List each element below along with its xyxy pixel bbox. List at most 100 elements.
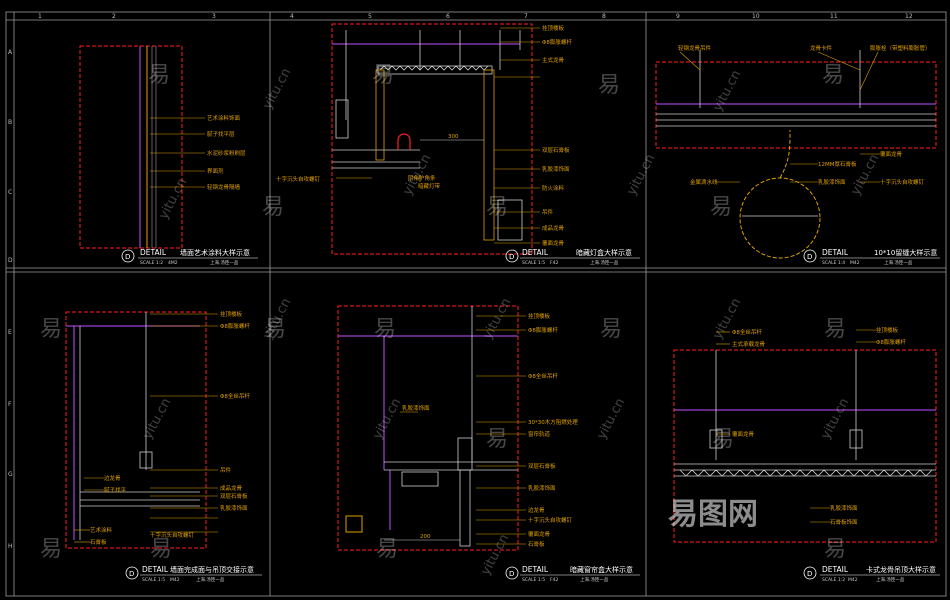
callout-label: Φ8全丝吊杆 (732, 328, 762, 336)
callout-label: 成品龙骨 (542, 224, 565, 232)
detail-scale: SCALE 1:5 (142, 577, 165, 583)
callout-label: 挂顶楼板 (220, 310, 243, 318)
callout-label: 挂顶楼板 (528, 312, 551, 320)
detail-ref: M42 (170, 577, 180, 583)
watermark-glyph: 易 (486, 195, 508, 220)
callout-label: 艺术涂料 (90, 526, 113, 534)
grid-col-label: 9 (676, 13, 680, 20)
callout-label: 吊件 (220, 466, 232, 474)
detail-company: 上海.汤臣一品 (210, 259, 239, 266)
watermark-logo: 易图网 (668, 497, 758, 532)
callout-label: 艺术涂料饰面 (207, 114, 241, 122)
watermark-glyph: 易 (822, 63, 844, 88)
detail-ref: F42 (550, 260, 558, 266)
callout-label: 十字沉头自攻螺钉 (880, 178, 925, 186)
callout-label: 覆面龙骨 (528, 530, 551, 538)
callout-label: 吊件 (542, 208, 554, 216)
callout-label: 十字沉头自攻螺钉 (150, 531, 195, 539)
callout-label: 边龙骨 (104, 474, 121, 482)
detail-label: DETAIL (822, 248, 849, 257)
dimension-label: 300 (448, 134, 459, 140)
detail-badge: D (509, 253, 514, 261)
watermark-glyph: 易 (824, 317, 846, 342)
callout-label: 双层石膏板 (542, 146, 570, 154)
callout-label: Φ8膨胀螺杆 (876, 338, 906, 346)
detail-label: DETAIL (522, 565, 549, 574)
callout-label: 乳胶漆饰面 (402, 404, 430, 412)
watermark-glyph: 易 (262, 195, 284, 220)
detail-label: DETAIL (142, 565, 169, 574)
grid-col-label: 7 (524, 13, 528, 20)
watermark-glyph: 易 (264, 317, 286, 342)
detail-ref: M42 (848, 577, 858, 583)
watermark-glyph: 易 (148, 63, 170, 88)
callout-label: Φ8全丝吊杆 (220, 392, 250, 400)
callout-label: 膨胀栓（带塑料膨胀管） (870, 44, 931, 52)
callout-label: 轻钢龙骨隔墙 (207, 183, 241, 191)
callout-label: 双层石膏板 (220, 492, 248, 500)
callout-label: 界面剂 (207, 167, 224, 175)
callout-label: 成品龙骨 (220, 484, 243, 492)
callout-label: 乳胶漆饰面 (542, 165, 570, 173)
callout-label: 窗帘轨道 (528, 430, 551, 438)
callout-label: 水泥砂浆粉刷层 (207, 149, 246, 157)
callout-label: 主式龙骨 (542, 56, 565, 64)
watermark-glyph: 易 (712, 427, 734, 452)
detail-title: 墙面艺术涂料大样示意 (180, 248, 250, 257)
callout-label: 主式承载龙骨 (732, 340, 766, 348)
grid-row-label: E (8, 329, 12, 336)
callout-label: 30*30木方阻燃处理 (528, 418, 578, 426)
callout-label: 挂顶楼板 (542, 24, 565, 32)
watermark-glyph: 易 (710, 195, 732, 220)
callout-label: Φ8膨胀螺杆 (528, 326, 558, 334)
callout-label: 乳胶漆饰面 (220, 504, 248, 512)
callout-label: 石膏板饰面 (830, 518, 858, 526)
grid-row-label: G (8, 471, 13, 478)
callout-label: 乳胶漆饰面 (818, 178, 846, 186)
detail-ref: M42 (850, 260, 860, 266)
callout-label: 双层石膏板 (528, 462, 556, 470)
detail-title: 暗藏灯盒大样示意 (576, 248, 632, 257)
detail-label: DETAIL (522, 248, 549, 257)
grid-col-label: 6 (446, 13, 450, 20)
grid-col-label: 11 (830, 13, 838, 20)
callout-label: 覆面龙骨 (880, 150, 903, 158)
watermark-glyph: 易 (374, 317, 396, 342)
detail-label: DETAIL (822, 565, 849, 574)
watermark-glyph: 易 (40, 317, 62, 342)
title-block-4: D DETAIL 墙面完成面与吊顶交接示意 SCALE 1:5 M42 上海.汤… (125, 565, 262, 583)
detail-company: 上海.汤臣一品 (876, 576, 905, 583)
detail-badge: D (125, 253, 130, 261)
detail-ref: F42 (550, 577, 558, 583)
detail-badge: D (509, 570, 514, 578)
callout-label: 乳胶漆饰面 (528, 484, 556, 492)
detail-panel-gap: 轻钢龙骨吊件 龙骨卡件 膨胀栓（带塑料膨胀管） 12MM厚石膏板 乳胶漆饰面 覆… (655, 44, 937, 259)
detail-scale: SCALE 1:5 (522, 260, 545, 266)
callout-label: 腻子找平 (104, 486, 127, 494)
grid-col-label: 5 (368, 13, 372, 20)
grid-col-label: 1 (38, 13, 42, 20)
callout-label: 12MM厚石膏板 (818, 160, 857, 168)
callout-label: 防火涂料 (542, 184, 565, 192)
detail-company: 上海.汤臣一品 (884, 259, 913, 266)
detail-scale: SCALE 1:4 (822, 260, 845, 266)
grid-column-labels: 1 2 3 4 5 6 7 8 9 10 11 12 (38, 13, 913, 20)
grid-col-label: 2 (112, 13, 116, 20)
callout-label: 挂顶楼板 (876, 326, 899, 334)
callout-label: Φ8膨胀螺杆 (542, 38, 572, 46)
grid-row-label: B (8, 119, 12, 126)
detail-title: 10*10留缝大样示意 (874, 248, 937, 257)
detail-panel-wall-paint: 艺术涂料饰面 腻子找平层 水泥砂浆粉刷层 界面剂 轻钢龙骨隔墙 (79, 45, 246, 249)
grid-col-label: 12 (905, 13, 913, 20)
dimension-label: 200 (420, 534, 431, 540)
detail-panel-card-keel: 挂顶楼板 Φ8膨胀螺杆 Φ8全丝吊杆 主式承载龙骨 覆面龙骨 乳胶漆饰面 石膏板… (673, 326, 937, 543)
title-block-1: D DETAIL 墙面艺术涂料大样示意 SCALE 1:2 4M2 上海.汤臣一… (121, 248, 258, 266)
callout-label: 暗藏灯带 (418, 182, 441, 190)
callout-label: 十字沉头自攻螺钉 (276, 175, 321, 183)
title-block-6: D DETAIL 卡式龙骨吊顶大样示意 SCALE 1:2 M42 上海.汤臣一… (803, 565, 940, 583)
watermark-glyph: 易 (598, 73, 620, 98)
callout-label: Φ8膨胀螺杆 (220, 322, 250, 330)
detail-scale: SCALE 1:2 (822, 577, 845, 583)
